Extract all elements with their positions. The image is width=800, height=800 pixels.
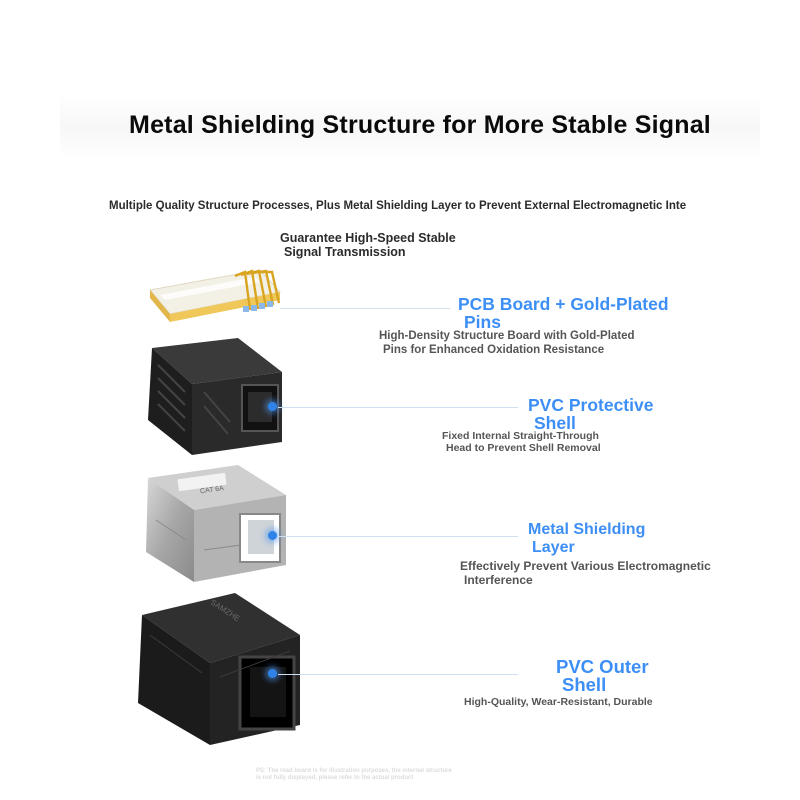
tagline: Guarantee High-Speed Stable Signal Trans… bbox=[280, 231, 520, 259]
page-title: Metal Shielding Structure for More Stabl… bbox=[129, 111, 711, 139]
outer-brand-text: SAMZHE bbox=[209, 598, 242, 624]
callout-pvc-outer-title: PVC Outer Shell bbox=[556, 656, 649, 695]
callout-pvc-outer-desc-line-1: High-Quality, Wear-Resistant, Durable bbox=[464, 696, 653, 708]
pcb-board-image bbox=[149, 269, 281, 322]
callout-pvc-protective-title-line-1: PVC Protective bbox=[528, 395, 654, 415]
metal-shielding-image bbox=[146, 465, 286, 582]
callout-pvc-outer-title-line-1: PVC Outer bbox=[556, 656, 649, 677]
connector-line-2 bbox=[278, 407, 518, 408]
subtitle: Multiple Quality Structure Processes, Pl… bbox=[109, 200, 687, 212]
callout-metal-title: Metal Shielding Layer bbox=[528, 521, 645, 557]
callout-pcb-desc-line-1: High-Density Structure Board with Gold-P… bbox=[379, 330, 635, 342]
title-band bbox=[60, 96, 760, 158]
callout-pvc-protective-desc: Fixed Internal Straight-Through Head to … bbox=[442, 430, 601, 454]
connector-dot-4 bbox=[268, 669, 277, 678]
callout-pcb-desc-line-2: Pins for Enhanced Oxidation Resistance bbox=[383, 343, 605, 356]
footnote-line-2: is not fully displayed, please refer to … bbox=[256, 775, 414, 781]
callout-metal-title-line-2: Layer bbox=[532, 539, 575, 556]
callout-metal-title-line-1: Metal Shielding bbox=[528, 521, 646, 538]
callout-pvc-outer-desc: High-Quality, Wear-Resistant, Durable bbox=[464, 696, 653, 710]
connector-line-4 bbox=[278, 674, 518, 675]
connector-line-1 bbox=[280, 308, 450, 309]
callout-pvc-protective-desc-line-2: Head to Prevent Shell Removal bbox=[446, 442, 601, 454]
callout-metal-desc-line-2: Interference bbox=[464, 572, 533, 587]
pvc-protective-shell-image bbox=[148, 338, 282, 455]
callout-pcb-desc: High-Density Structure Board with Gold-P… bbox=[379, 330, 635, 357]
callout-pvc-outer-title-line-2: Shell bbox=[562, 674, 607, 695]
tagline-line-2: Signal Transmission bbox=[284, 245, 406, 259]
connector-dot-3 bbox=[268, 531, 277, 540]
footnote-line-1: PS: The read board is for illustration p… bbox=[256, 768, 452, 774]
pvc-outer-shell-image bbox=[138, 593, 300, 745]
callout-pvc-protective-title-line-2: Shell bbox=[534, 413, 576, 433]
callout-metal-desc: Effectively Prevent Various Electromagne… bbox=[460, 559, 711, 587]
callout-pcb-title-line-2: Pins bbox=[464, 312, 501, 332]
callout-pvc-protective-title: PVC Protective Shell bbox=[528, 396, 653, 432]
connector-line-3 bbox=[278, 536, 518, 537]
metal-label-text: CAT 6A bbox=[200, 485, 225, 495]
callout-pvc-protective-desc-line-1: Fixed Internal Straight-Through bbox=[442, 430, 599, 442]
callout-metal-desc-line-1: Effectively Prevent Various Electromagne… bbox=[460, 559, 711, 573]
tagline-line-1: Guarantee High-Speed Stable bbox=[280, 231, 456, 245]
callout-pcb-title: PCB Board + Gold-Plated Pins bbox=[458, 295, 669, 331]
callout-pcb-title-line-1: PCB Board + Gold-Plated bbox=[458, 294, 669, 314]
footnote: PS: The read board is for illustration p… bbox=[256, 768, 546, 782]
product-lettering: CAT 6A SAMZHE bbox=[200, 485, 242, 624]
connector-dot-2 bbox=[268, 402, 277, 411]
